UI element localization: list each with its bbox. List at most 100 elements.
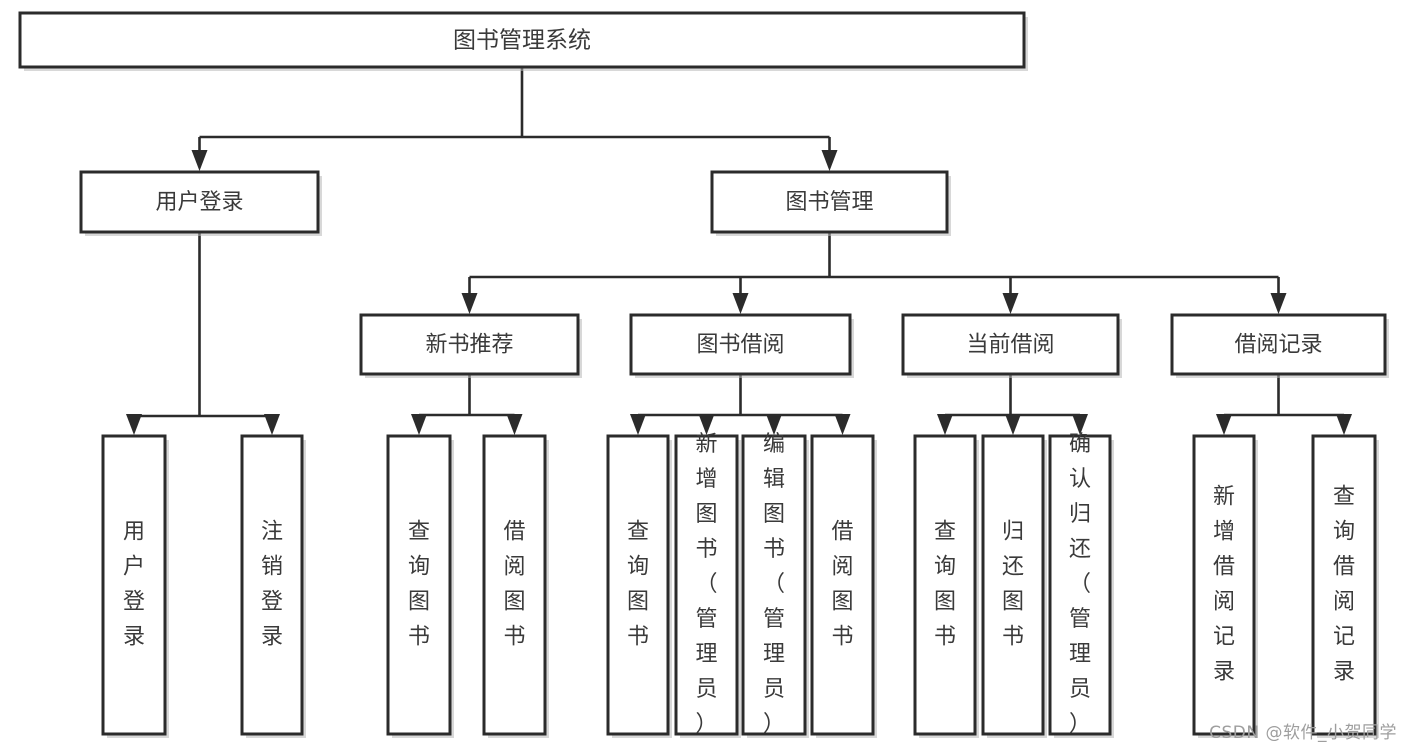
svg-text:记: 记 [1333,625,1355,650]
node-box[interactable] [1192,434,1256,736]
arrowhead-icon [506,414,523,435]
node-label: 借阅记录 [1234,333,1322,358]
node-leaf_0[interactable]: 用户登录 [101,434,169,738]
node-box[interactable] [18,11,1026,69]
node-box[interactable] [901,313,1120,376]
svg-text:录: 录 [261,625,283,650]
svg-text:查: 查 [408,520,430,545]
svg-text:归: 归 [1069,502,1091,527]
svg-text:管: 管 [1069,607,1091,632]
svg-text:增: 增 [1213,520,1235,545]
arrowhead-icon [126,414,142,435]
node-box[interactable] [810,434,875,736]
node-box[interactable] [359,313,580,376]
node-box[interactable] [240,434,304,736]
svg-text:录: 录 [123,625,145,650]
node-box[interactable] [674,434,739,736]
arrowhead-icon [1002,293,1019,314]
svg-text:图: 图 [1002,590,1024,615]
svg-text:（: （ [695,572,717,597]
node-box[interactable] [1048,434,1112,736]
node-box[interactable] [981,434,1045,736]
svg-text:员: 员 [1069,677,1091,702]
node-box[interactable] [1311,434,1377,736]
svg-text:户: 户 [123,555,145,580]
svg-text:书: 书 [695,537,717,562]
svg-text:查: 查 [627,520,649,545]
svg-text:阅: 阅 [503,555,525,580]
svg-text:）: ） [695,712,717,737]
arrowhead-icon [630,414,646,435]
node-box[interactable] [913,434,977,736]
svg-text:查: 查 [1333,485,1355,510]
node-box[interactable] [710,170,949,234]
svg-text:借: 借 [1333,555,1355,580]
arrowhead-icon [732,293,749,314]
svg-text:确: 确 [1069,432,1091,457]
svg-text:认: 认 [1069,467,1091,492]
svg-text:（: （ [763,572,785,597]
svg-text:）: ） [763,712,785,737]
node-box[interactable] [606,434,670,736]
arrowhead-icon [1336,414,1352,435]
node-box[interactable] [386,434,452,736]
svg-text:注: 注 [261,520,283,545]
node-label: 当前借阅 [966,333,1054,358]
node-l3_0[interactable]: 新书推荐 [359,313,582,378]
svg-text:阅: 阅 [1333,590,1355,615]
node-l3_2[interactable]: 当前借阅 [901,313,1122,378]
node-box[interactable] [741,434,807,736]
svg-text:图: 图 [408,590,430,615]
svg-text:书: 书 [627,625,649,650]
node-box[interactable] [1170,313,1387,376]
node-label: 用户登录 [155,190,243,215]
svg-text:还: 还 [1002,555,1024,580]
node-box[interactable] [629,313,852,376]
arrowhead-icon [1216,414,1232,435]
arrowhead-icon [411,414,427,435]
svg-text:阅: 阅 [1213,590,1235,615]
svg-text:图: 图 [934,590,956,615]
node-box[interactable] [101,434,167,736]
svg-text:）: ） [1069,712,1091,737]
svg-text:新: 新 [695,432,717,457]
node-l3_3[interactable]: 借阅记录 [1170,313,1389,378]
node-box[interactable] [79,170,320,234]
svg-text:查: 查 [934,520,956,545]
node-layer: 图书管理系统用户登录图书管理新书推荐图书借阅当前借阅借阅记录用户登录注销登录查询… [18,11,1389,738]
arrowhead-icon [1072,414,1088,435]
svg-text:归: 归 [1002,520,1024,545]
arrowhead-icon [191,150,208,171]
arrowhead-icon [264,414,280,435]
arrowhead-icon [766,414,782,435]
node-box[interactable] [482,434,547,736]
node-root[interactable]: 图书管理系统 [18,11,1028,71]
node-l3_1[interactable]: 图书借阅 [629,313,854,378]
svg-text:借: 借 [1213,555,1235,580]
svg-text:书: 书 [763,537,785,562]
svg-text:图: 图 [695,502,717,527]
node-l2_0[interactable]: 用户登录 [79,170,322,236]
node-l2_1[interactable]: 图书管理 [710,170,951,236]
connector-layer [126,67,1352,435]
